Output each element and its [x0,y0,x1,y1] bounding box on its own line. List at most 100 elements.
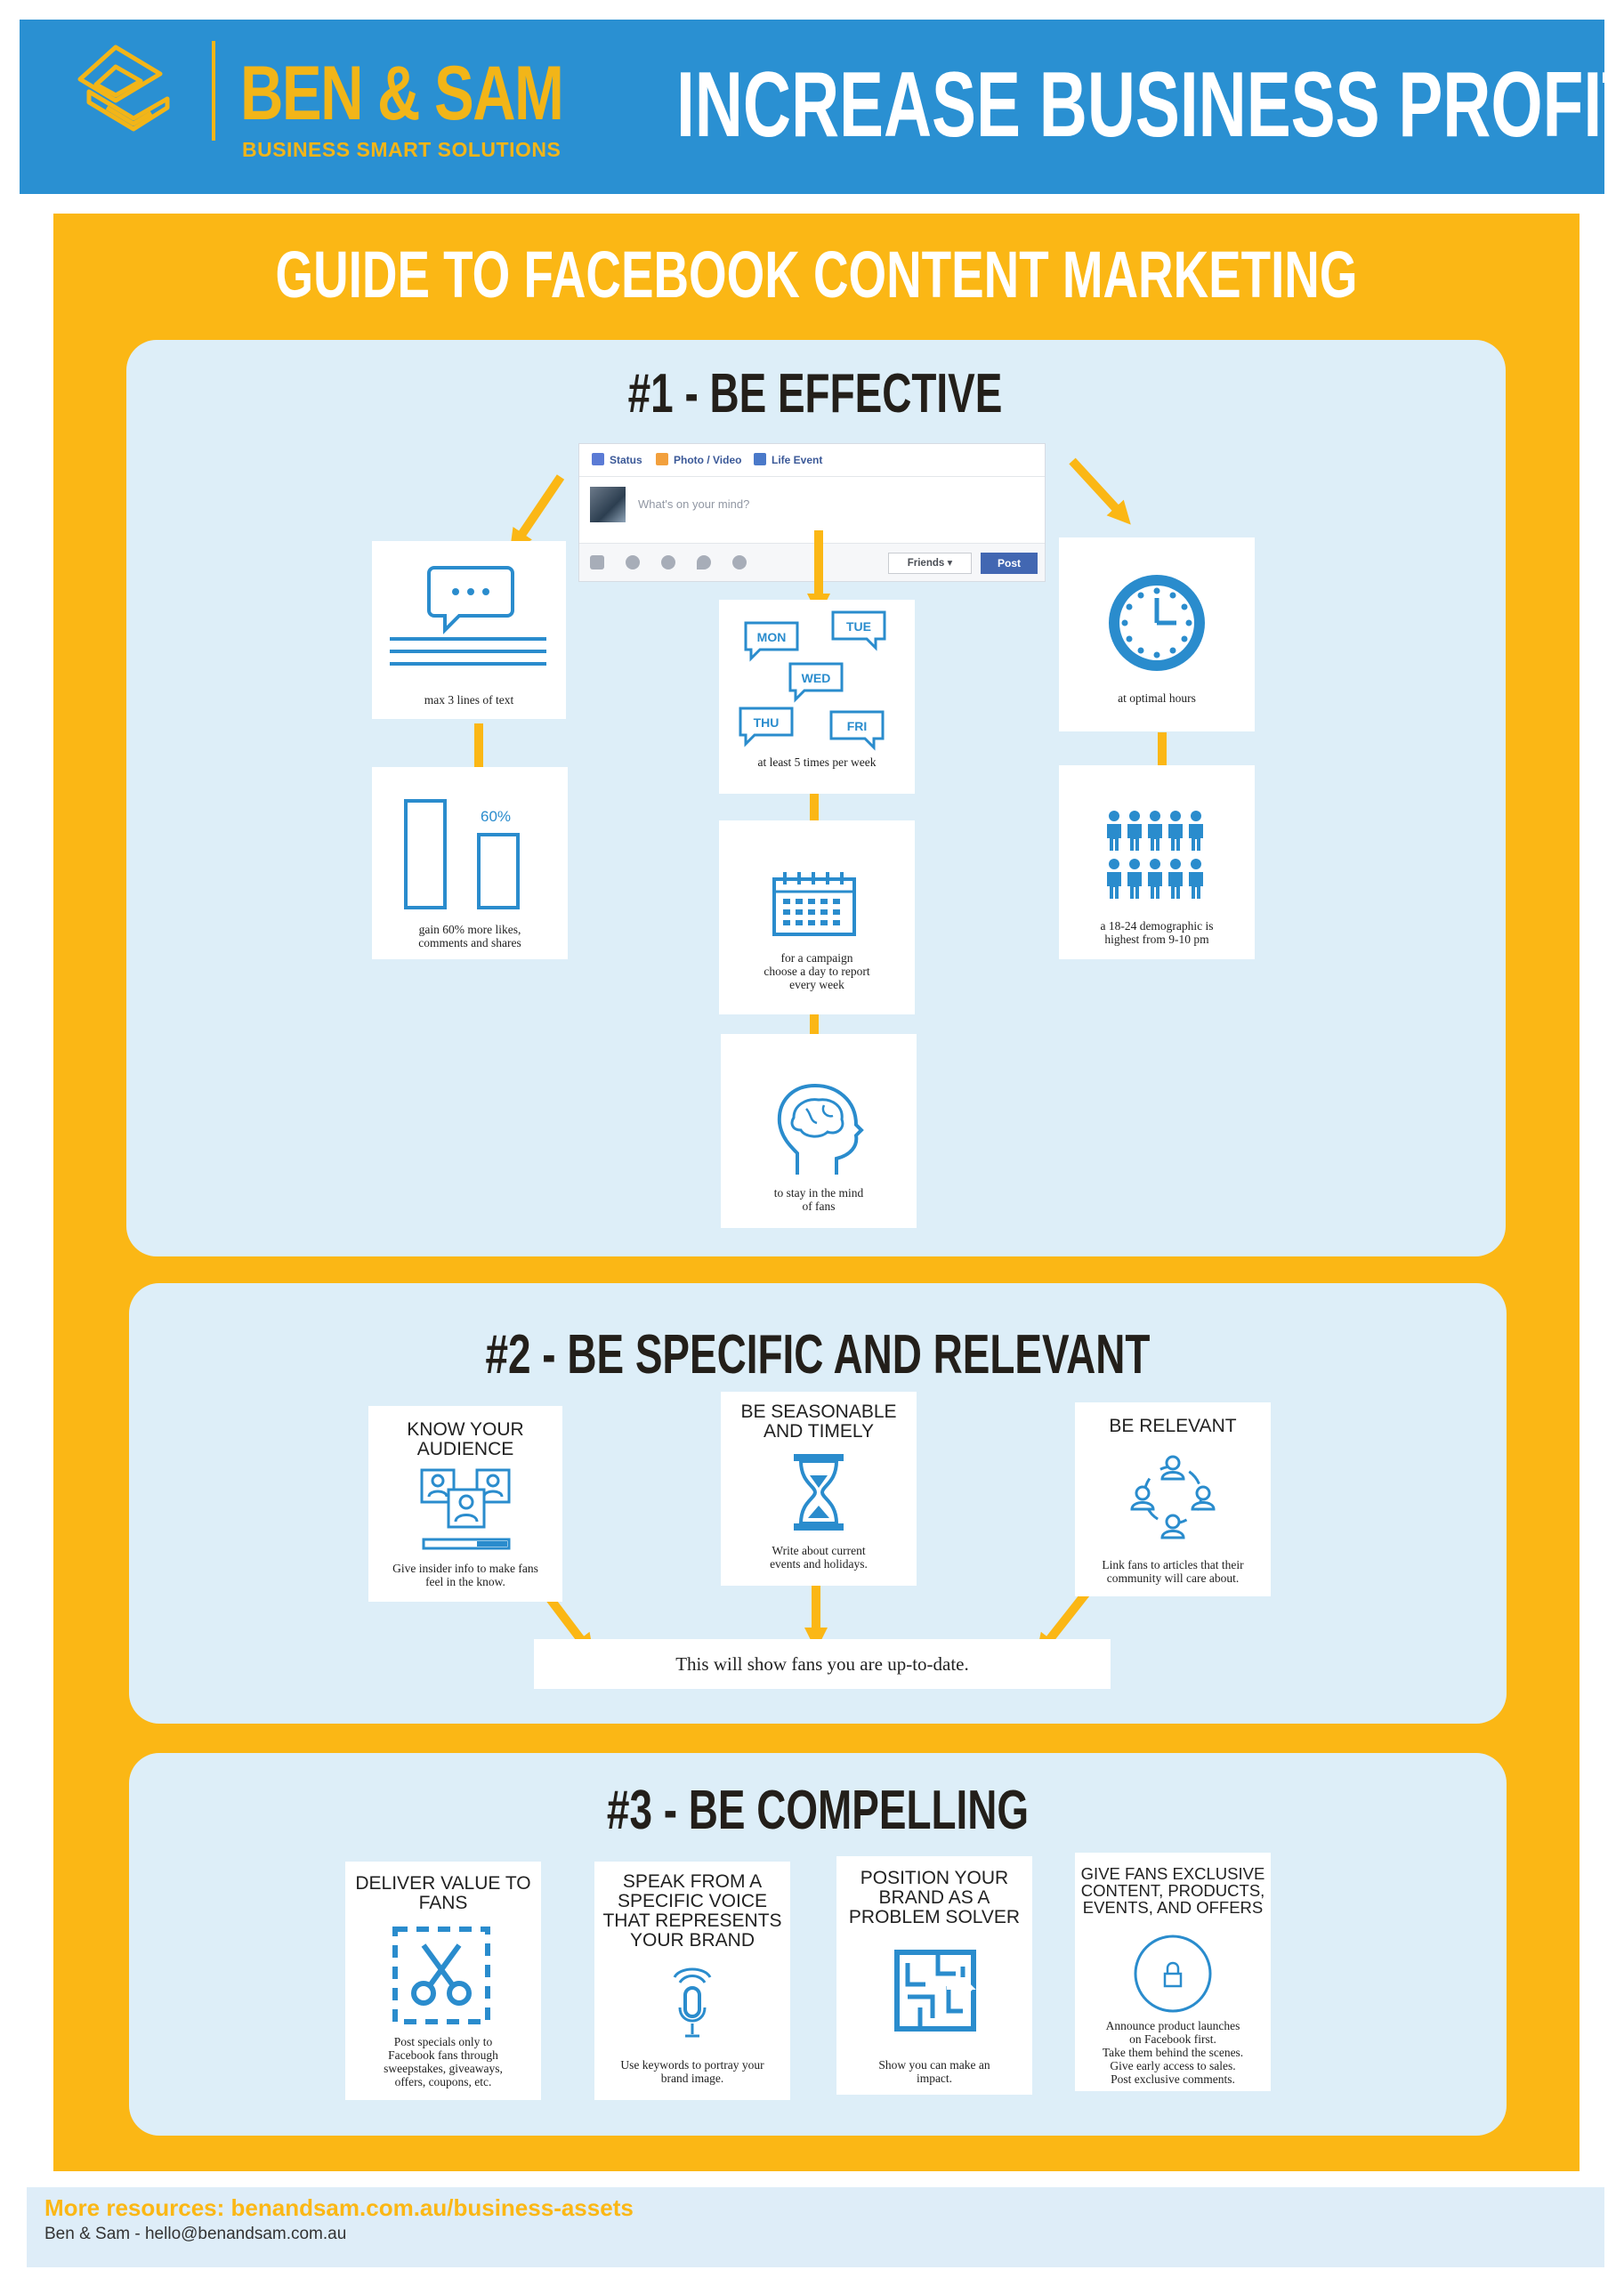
header-bar [20,20,1604,194]
seasonable-title-2: AND TIMELY [763,1421,875,1442]
demographic-caption-2: highest from 9-10 pm [1104,933,1209,946]
coupon-scissors-icon [392,1927,490,2024]
photo-video-tab[interactable]: Photo / Video [656,453,741,466]
specific-voice-title-1: SPEAK FROM A [622,1871,763,1892]
hourglass-icon [794,1454,844,1531]
composer-tabs: Status Photo / Video Life Event [579,444,1045,477]
specific-voice-caption-2: brand image. [660,2072,724,2085]
deliver-value-caption-1: Post specials only to [393,2035,493,2048]
problem-solver-caption-2: impact. [916,2072,953,2085]
specific-voice-title-3: THAT REPRESENTS [602,1910,782,1931]
engagement-caption-2: comments and shares [418,936,521,949]
ben-and-sam-logo-icon [77,44,170,132]
seasonable-caption-2: events and holidays. [770,1557,868,1571]
know-audience-caption-2: feel in the know. [425,1575,505,1588]
pencil-icon [592,453,604,465]
specific-voice-caption-1: Use keywords to portray your [620,2058,764,2072]
footer [27,2187,1604,2267]
problem-solver-caption-1: Show you can make an [878,2058,990,2072]
card-deliver-value: DELIVER VALUE TO FANS Post specials only… [345,1862,541,2100]
exclusive-caption-5: Post exclusive comments. [1111,2072,1235,2086]
resources-link[interactable]: More resources: benandsam.com.au/busines… [44,2194,634,2221]
engagement-caption-1: gain 60% more likes, [418,923,521,936]
specific-voice-title-2: SPECIFIC VOICE [617,1891,768,1911]
status-tab[interactable]: Status [592,453,642,466]
card-specific-voice: SPEAK FROM A SPECIFIC VOICE THAT REPRESE… [594,1862,790,2100]
life-event-tab[interactable]: Life Event [754,453,822,466]
be-relevant-caption-1: Link fans to articles that their [1102,1558,1244,1571]
card-campaign-report: for a campaign choose a day to report ev… [719,820,915,1014]
day-tue: TUE [846,619,871,634]
exclusive-title-1: GIVE FANS EXCLUSIVE [1080,1864,1265,1883]
brand-name: BEN & SAM [240,51,564,136]
page-title: INCREASE BUSINESS PROFITS [676,53,1624,157]
clock-icon[interactable] [732,555,747,570]
exclusive-caption-2: on Facebook first. [1129,2032,1216,2046]
photo-icon [656,453,668,465]
camera-icon[interactable] [590,555,604,570]
campaign-caption-1: for a campaign [780,951,853,965]
composer-toolbar: Friends ▾ Post [579,543,1045,581]
section-1-title: #1 - BE EFFECTIVE [627,363,1003,424]
be-relevant-title: BE RELEVANT [1109,1416,1237,1436]
deliver-value-title-1: DELIVER VALUE TO [355,1873,531,1894]
problem-solver-title-3: PROBLEM SOLVER [848,1907,1021,1927]
brand-tagline: BUSINESS SMART SOLUTIONS [242,138,562,161]
life-event-tab-label: Life Event [772,454,823,466]
card-problem-solver: POSITION YOUR BRAND AS A PROBLEM SOLVER … [836,1856,1032,2095]
card-optimal-hours: at optimal hours [1059,537,1255,731]
post-frequency-caption: at least 5 times per week [757,755,877,769]
audience-select[interactable]: Friends ▾ [888,553,972,574]
card-text-lines: max 3 lines of text [372,541,566,719]
seasonable-title-1: BE SEASONABLE [740,1402,897,1422]
status-tab-label: Status [610,454,642,466]
summary-banner: This will show fans you are up-to-date. [534,1639,1111,1689]
location-icon[interactable] [697,555,711,570]
deliver-value-caption-4: offers, coupons, etc. [394,2075,492,2088]
deliver-value-title-2: FANS [418,1893,468,1913]
card-post-frequency: MON TUE WED THU FRI at least 5 times per… [719,600,915,794]
campaign-caption-3: every week [789,978,844,991]
card-engagement: 60% gain 60% more likes, comments and sh… [372,767,568,959]
chat-lines-icon [390,566,546,666]
avatar [590,487,626,522]
know-audience-title-2: AUDIENCE [416,1439,514,1459]
know-audience-title-1: KNOW YOUR [407,1419,524,1440]
audience-profiles-icon [420,1468,511,1550]
composer-input[interactable]: What's on your mind? [638,497,750,511]
emoji-icon[interactable] [661,555,675,570]
card-be-relevant: BE RELEVANT Link fans to articles that t… [1075,1402,1271,1596]
post-button[interactable]: Post [981,553,1038,574]
bar-comparison-icon [404,799,520,909]
tag-friend-icon[interactable] [626,555,640,570]
exclusive-caption-3: Take them behind the scenes. [1102,2046,1244,2059]
card-exclusive-content: GIVE FANS EXCLUSIVE CONTENT, PRODUCTS, E… [1075,1853,1271,2091]
day-wed: WED [801,671,831,685]
seasonable-caption-1: Write about current [772,1544,866,1557]
day-fri: FRI [846,719,868,733]
know-audience-caption-1: Give insider info to make fans [392,1562,538,1575]
deliver-value-caption-3: sweepstakes, giveaways, [384,2062,503,2075]
exclusive-caption-1: Announce product launches [1105,2019,1240,2032]
lock-icon [1134,1935,1212,2013]
logo-divider [212,41,215,141]
maze-icon [894,1950,976,2032]
stay-in-mind-caption-2: of fans [802,1200,836,1213]
community-network-icon [1130,1455,1216,1539]
day-thu: THU [753,715,780,730]
exclusive-caption-4: Give early access to sales. [1110,2059,1236,2072]
photo-video-tab-label: Photo / Video [674,454,742,466]
exclusive-title-2: CONTENT, PRODUCTS, [1080,1881,1265,1900]
text-lines-caption: max 3 lines of text [424,693,514,707]
people-group-icon [1107,811,1203,899]
demographic-caption-1: a 18-24 demographic is [1100,919,1214,933]
be-relevant-caption-2: community will care about. [1106,1571,1240,1585]
section-2-title: #2 - BE SPECIFIC AND RELEVANT [485,1324,1151,1385]
day-mon: MON [756,630,787,644]
guide-title: GUIDE TO FACEBOOK CONTENT MARKETING [275,238,1358,311]
card-seasonable: BE SEASONABLE AND TIMELY Write about cur… [721,1392,917,1586]
calendar-icon [772,872,856,936]
specific-voice-title-4: YOUR BRAND [629,1930,755,1951]
microphone-icon [673,1967,712,2038]
contact-email[interactable]: Ben & Sam - hello@benandsam.com.au [44,2225,347,2243]
